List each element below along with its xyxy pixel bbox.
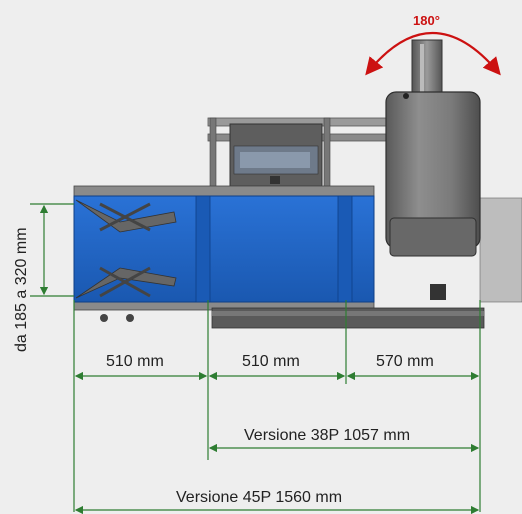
upper-frame (207, 117, 389, 191)
dimension-lines (30, 203, 481, 514)
segment-2-label: 510 mm (242, 353, 300, 370)
version-45p-label: Versione 45P 1560 mm (176, 489, 342, 506)
side-guides (75, 199, 177, 322)
rotation-indicator: 180° (365, 13, 501, 76)
segment-1-label: 510 mm (106, 353, 164, 370)
rotation-arc (365, 31, 501, 76)
print-head-housing (385, 91, 481, 300)
segment-3-label: 570 mm (376, 353, 434, 370)
height-range-label: da 185 a 320 mm (13, 227, 30, 352)
version-38p-label: Versione 38P 1057 mm (244, 427, 410, 444)
rotation-label: 180° (413, 13, 440, 28)
conveyor-belt (73, 195, 375, 303)
